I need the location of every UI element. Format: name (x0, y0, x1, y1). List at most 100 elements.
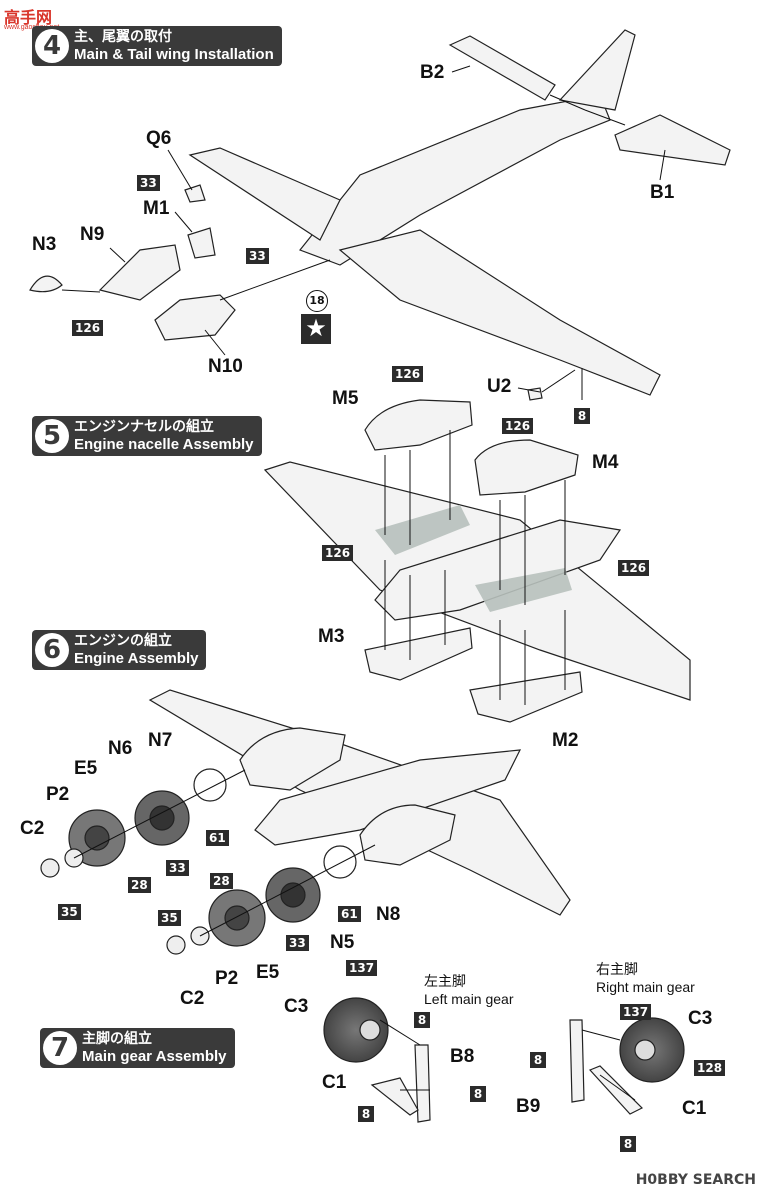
part-label-e5-b: E5 (256, 962, 280, 983)
main-wing-right-step4 (338, 229, 661, 396)
watermark-hobby-search: H0BBY SEARCH (635, 1172, 756, 1188)
decal-number-marker: 18 (306, 290, 328, 312)
strut-b9 (569, 1019, 585, 1103)
part-label-n6: N6 (108, 738, 133, 759)
part-label-e5-a: E5 (74, 758, 98, 779)
part-label-m2: M2 (552, 730, 579, 751)
color-code-box: 61 (206, 830, 229, 846)
part-label-c2-a: C2 (20, 818, 45, 839)
color-code-box: 28 (210, 873, 233, 889)
color-code-box: 61 (338, 906, 361, 922)
part-label-m3: M3 (318, 626, 345, 647)
color-code-box: 126 (72, 320, 104, 336)
engine-nacelle-right (359, 804, 456, 866)
color-code-box: 137 (346, 960, 378, 976)
fuselage-step5 (374, 519, 622, 621)
step-title-jp: 主、尾翼の取付 (74, 29, 172, 45)
engine-nacelle-left (239, 727, 346, 791)
color-code-box: 33 (137, 175, 160, 191)
color-code-box: 33 (286, 935, 309, 951)
part-label-n9: N9 (80, 224, 105, 245)
arm-c1b (588, 1065, 644, 1115)
color-code-box: 128 (694, 1060, 726, 1076)
right-main-gear-label: 右主脚 Right main gear (596, 962, 695, 996)
part-label-m5: M5 (332, 388, 359, 409)
color-code-box: 33 (166, 860, 189, 876)
color-code-box: 33 (246, 248, 269, 264)
part-label-b8: B8 (450, 1046, 475, 1067)
color-code-box: 8 (620, 1136, 636, 1152)
cowl-n9 (98, 244, 181, 301)
part-label-b1: B1 (650, 182, 675, 203)
step-title-en: Engine Assembly (74, 650, 199, 667)
left-gear-jp: 左主脚 (424, 974, 466, 990)
right-gear-jp: 右主脚 (596, 962, 638, 978)
color-code-box: 8 (574, 408, 590, 424)
fuselage-step4 (299, 94, 611, 266)
color-code-box: 35 (58, 904, 81, 920)
part-label-c1-b: C1 (682, 1098, 707, 1119)
nacelle-n10 (154, 294, 236, 341)
color-code-box: 126 (502, 418, 534, 434)
step-title-jp: エンジンナセルの組立 (74, 419, 214, 435)
step-title-jp: 主脚の組立 (82, 1031, 152, 1047)
step-number: 4 (35, 29, 69, 63)
part-m1 (187, 227, 216, 259)
arm-c1a (370, 1077, 419, 1116)
fuselage-step6 (254, 749, 522, 846)
watermark-brand: 高手网 (4, 8, 53, 27)
lower-m3 (364, 627, 473, 681)
color-code-box: 8 (414, 1012, 430, 1028)
color-code-box: 8 (358, 1106, 374, 1122)
nacelle-m4 (474, 439, 579, 496)
star-marker-icon: ★ (301, 314, 331, 344)
nacelle-m5 (364, 399, 473, 451)
color-code-box: 8 (470, 1086, 486, 1102)
step-number: 6 (35, 633, 69, 667)
color-code-box: 126 (322, 545, 354, 561)
part-label-n10: N10 (208, 356, 243, 377)
part-label-q6: Q6 (146, 128, 172, 149)
part-label-c1-a: C1 (322, 1072, 347, 1093)
lower-m2 (469, 671, 583, 723)
color-code-box: 28 (128, 877, 151, 893)
step-title-en: Main & Tail wing Installation (74, 46, 274, 63)
part-label-u2: U2 (487, 376, 512, 397)
part-label-n5: N5 (330, 932, 355, 953)
strut-b8 (414, 1044, 431, 1123)
part-q6 (184, 184, 206, 203)
vertical-tail (558, 29, 636, 111)
step-title-en: Engine nacelle Assembly (74, 436, 254, 453)
color-code-box: 8 (530, 1052, 546, 1068)
part-label-n8: N8 (376, 904, 401, 925)
step-title-en: Main gear Assembly (82, 1048, 227, 1065)
step-title-jp: エンジンの組立 (74, 633, 172, 649)
tail-plane-b1 (614, 114, 731, 166)
step-number: 7 (43, 1031, 77, 1065)
part-label-p2-a: P2 (46, 784, 70, 805)
part-label-b2: B2 (420, 62, 445, 83)
part-label-m1: M1 (143, 198, 170, 219)
left-gear-en: Left main gear (424, 991, 514, 1007)
u2 (527, 387, 543, 401)
part-label-c3-a: C3 (284, 996, 309, 1017)
color-code-box: 126 (392, 366, 424, 382)
tail-plane-b2 (448, 35, 556, 101)
part-label-c3-b: C3 (688, 1008, 713, 1029)
part-label-p2-b: P2 (215, 968, 239, 989)
cone-n3 (29, 275, 63, 293)
part-label-n3: N3 (32, 234, 57, 255)
color-code-box: 126 (618, 560, 650, 576)
main-wing-left-step4 (188, 147, 341, 241)
color-code-box: 35 (158, 910, 181, 926)
watermark-url: www.gaoshou.net (4, 24, 59, 31)
step-number: 5 (35, 419, 69, 453)
left-main-gear-label: 左主脚 Left main gear (424, 974, 514, 1008)
color-code-box: 137 (620, 1004, 652, 1020)
part-label-m4: M4 (592, 452, 619, 473)
